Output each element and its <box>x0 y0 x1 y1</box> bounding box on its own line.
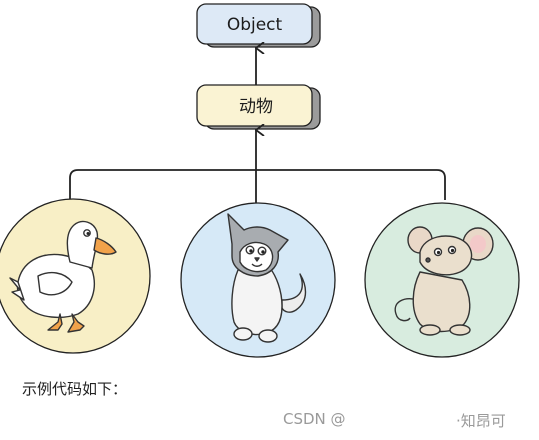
object-node-label: Object <box>227 15 283 35</box>
connector-lines <box>69 130 446 210</box>
object-node: Object <box>196 3 321 48</box>
animal-node: 动物 <box>196 84 321 130</box>
cat-icon <box>227 213 307 343</box>
duck-circle <box>0 198 151 354</box>
cat-circle <box>180 202 336 358</box>
duck-icon <box>9 220 117 333</box>
object-node-box <box>196 3 313 45</box>
caption-text: 示例代码如下： <box>22 380 128 398</box>
watermark-right: ·知昂可 <box>456 412 506 430</box>
watermark-left: CSDN @ <box>283 410 346 428</box>
inheritance-diagram: Object 动物 <box>0 3 520 358</box>
animal-node-label: 动物 <box>239 97 273 117</box>
mouse-circle <box>364 202 520 358</box>
animal-node-box <box>196 84 313 127</box>
mouse-icon <box>394 226 494 336</box>
